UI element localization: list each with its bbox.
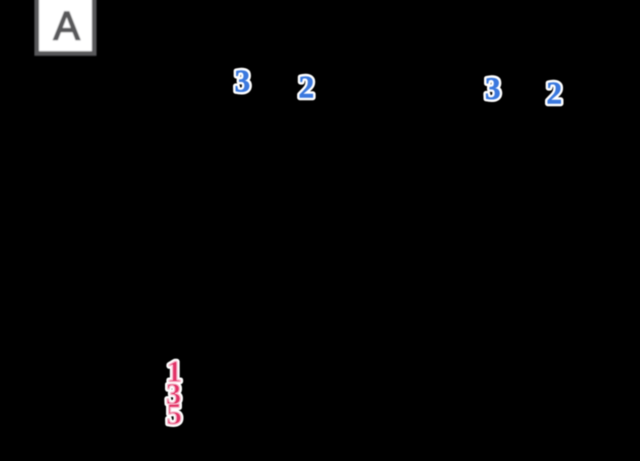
svg-text:1: 1 [167, 354, 182, 388]
svg-text:3: 3 [235, 63, 251, 98]
svg-text:3: 3 [166, 377, 181, 411]
svg-text:3: 3 [166, 377, 181, 411]
svg-text:3: 3 [485, 71, 501, 106]
svg-text:2: 2 [299, 69, 315, 104]
svg-text:3: 3 [485, 71, 501, 106]
svg-text:2: 2 [546, 75, 562, 110]
svg-text:5: 5 [166, 397, 181, 431]
svg-text:1: 1 [167, 354, 182, 388]
svg-text:A: A [54, 5, 81, 49]
svg-text:1: 1 [167, 354, 182, 388]
svg-text:2: 2 [546, 75, 562, 110]
svg-text:2: 2 [299, 69, 315, 104]
svg-text:3: 3 [235, 63, 251, 98]
svg-text:5: 5 [166, 397, 181, 431]
svg-text:3: 3 [166, 377, 181, 411]
svg-text:5: 5 [166, 397, 181, 431]
